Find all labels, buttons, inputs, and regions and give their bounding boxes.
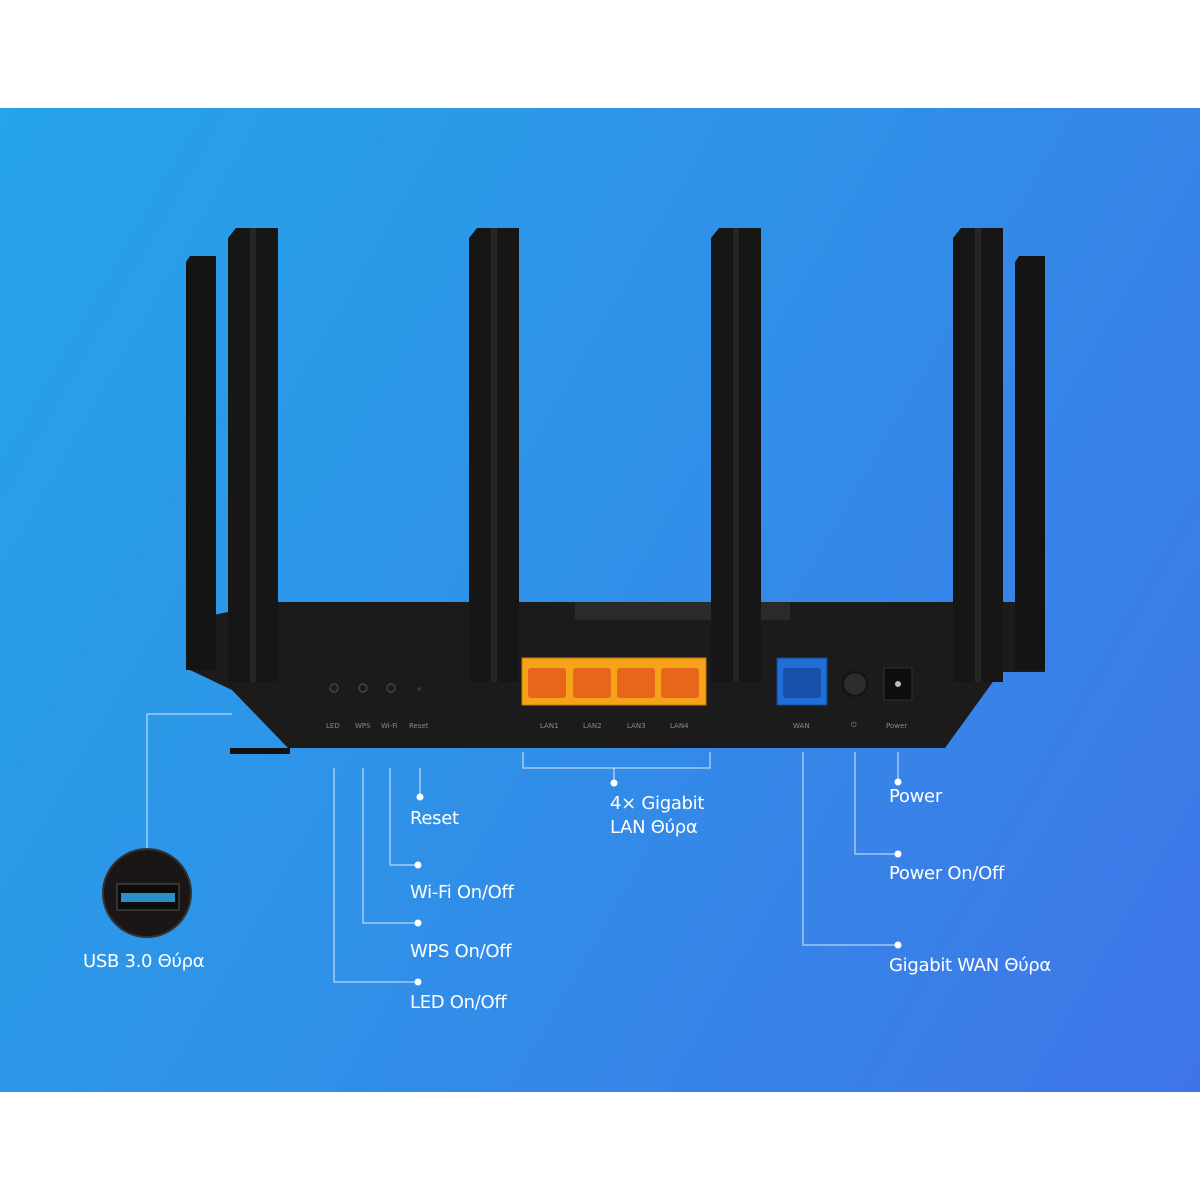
panel-label-led: LED	[326, 722, 340, 730]
antenna	[1015, 256, 1045, 670]
reset-pinhole	[417, 687, 421, 691]
callout-wps: WPS On/Off	[410, 941, 512, 962]
antennas	[186, 228, 1045, 682]
panel-label-power-button: ⏻	[851, 721, 857, 729]
wifi-button	[386, 683, 396, 693]
lan-port-2	[573, 668, 611, 698]
callout-lan-line2: LAN Θύρα	[610, 817, 698, 838]
panel-label-power: Power	[886, 722, 908, 730]
panel-label-lan3: LAN3	[627, 722, 646, 730]
callout-led: LED On/Off	[410, 992, 507, 1013]
leader-dots	[414, 778, 902, 986]
callout-reset: Reset	[410, 808, 459, 829]
panel-label-reset: Reset	[409, 722, 429, 730]
callout-wan: Gigabit WAN Θύρα	[889, 955, 1051, 976]
antenna	[186, 256, 216, 670]
panel-label-lan4: LAN4	[670, 722, 689, 730]
callout-power-onoff: Power On/Off	[889, 863, 1005, 884]
callout-power: Power	[889, 786, 942, 807]
panel-label-wifi: Wi-Fi	[381, 722, 398, 730]
panel-label-wps: WPS	[355, 722, 371, 730]
callout-usb: USB 3.0 Θύρα	[83, 951, 205, 972]
power-button	[842, 671, 868, 697]
callout-lan-line1: 4× Gigabit	[610, 793, 705, 814]
panel-label-wan: WAN	[793, 722, 810, 730]
lan-port-1	[528, 668, 566, 698]
lan-port-4	[661, 668, 699, 698]
led-button	[329, 683, 339, 693]
leader-lines	[146, 713, 899, 983]
callout-wifi: Wi-Fi On/Off	[410, 882, 514, 903]
lan-port-3	[617, 668, 655, 698]
power-jack	[883, 667, 913, 701]
panel-label-lan1: LAN1	[540, 722, 559, 730]
wps-button	[358, 683, 368, 693]
panel-label-lan2: LAN2	[583, 722, 602, 730]
